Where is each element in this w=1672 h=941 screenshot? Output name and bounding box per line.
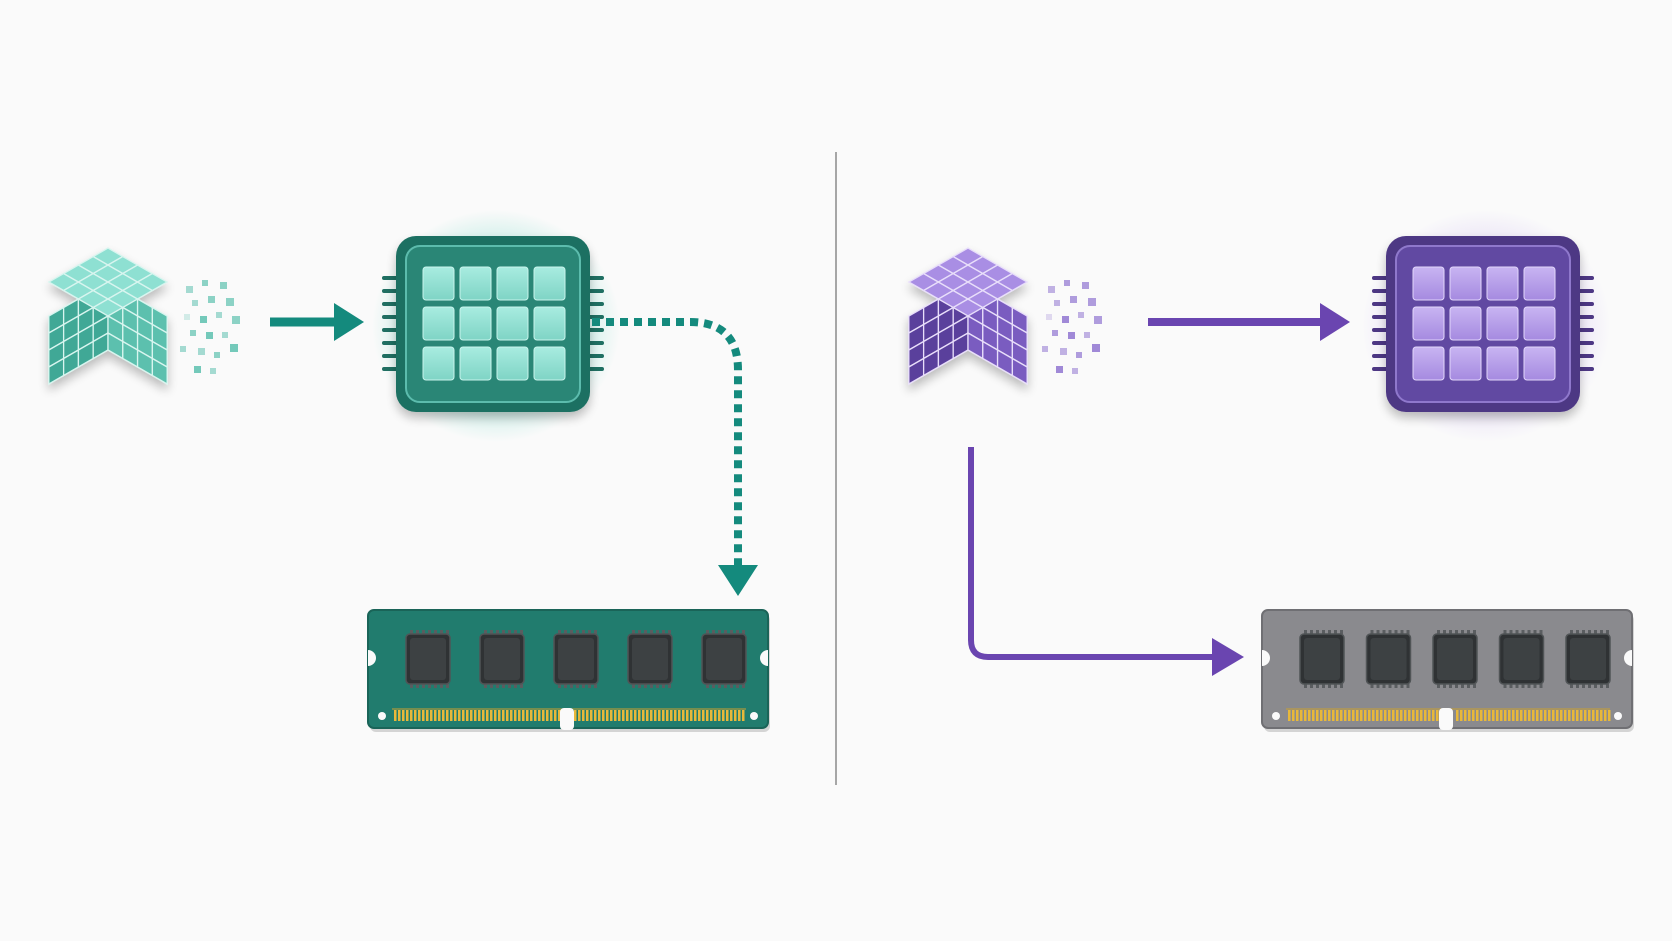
gray-memory-module-icon (1261, 609, 1634, 732)
right-panel (907, 210, 1634, 732)
purple-particles-icon (1042, 280, 1102, 374)
purple-data-cube-icon (907, 247, 1029, 386)
teal-processor-icon (372, 210, 620, 442)
purple-processor-icon (1362, 210, 1610, 442)
teal-dotted-arrow-to-memory (592, 318, 758, 596)
left-panel (47, 210, 770, 732)
purple-arrow-to-memory (968, 447, 1244, 676)
teal-memory-module-icon (367, 609, 770, 732)
teal-arrow-to-processor (270, 303, 364, 341)
teal-data-cube-icon (47, 247, 169, 386)
purple-arrow-to-processor (1148, 303, 1350, 341)
teal-particles-icon (180, 280, 240, 374)
